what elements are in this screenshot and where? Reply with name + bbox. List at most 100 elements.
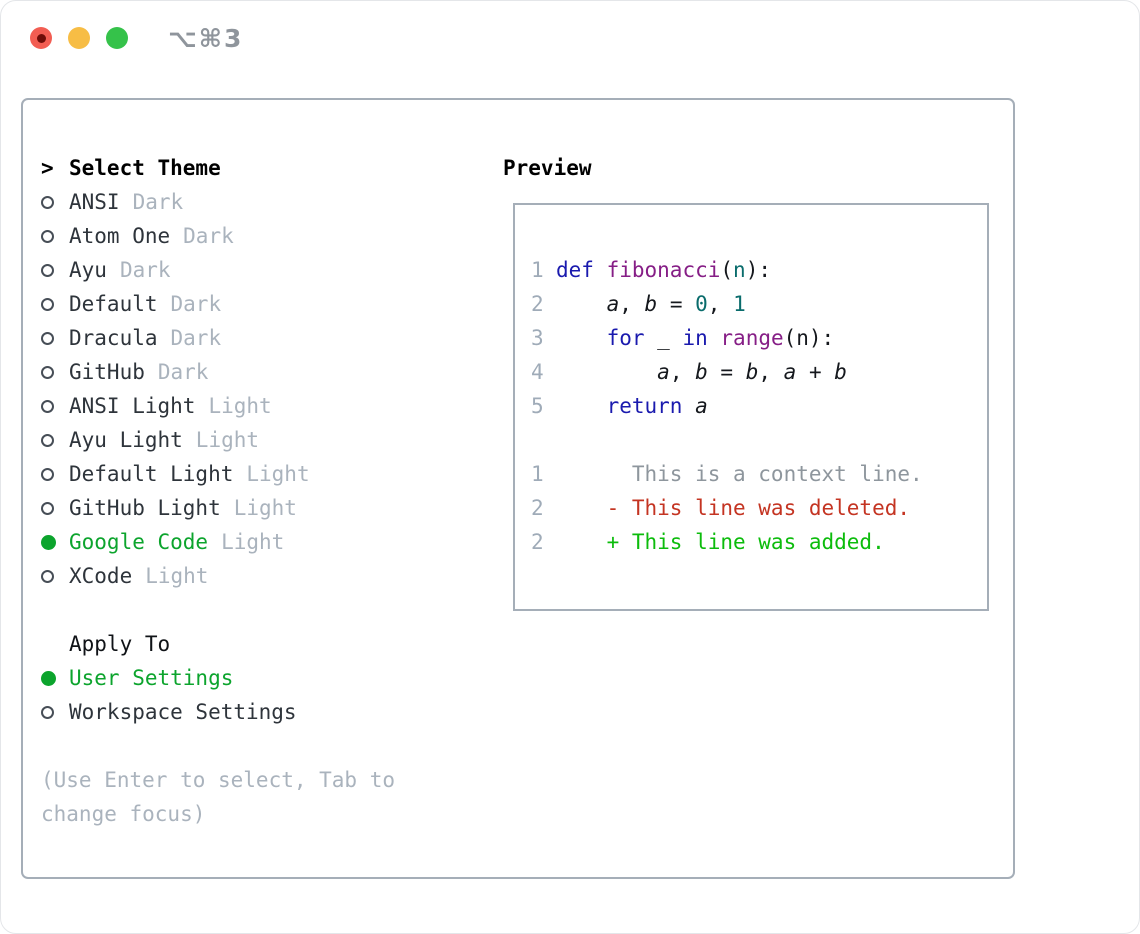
theme-name: Atom One <box>69 224 171 248</box>
code-token: = <box>707 360 746 384</box>
code-token: This is a context line. <box>556 462 923 486</box>
radio-unselected-icon <box>41 433 69 447</box>
code-token <box>556 360 657 384</box>
window-controls <box>30 27 128 49</box>
prompt-caret-icon: > <box>41 156 54 180</box>
code-token: , <box>758 360 784 384</box>
theme-name: Ayu Light <box>69 428 183 452</box>
theme-option[interactable]: Ayu Dark <box>41 253 471 287</box>
radio-unselected-icon <box>41 365 69 379</box>
theme-name: XCode <box>69 564 133 588</box>
maximize-button[interactable] <box>106 27 128 49</box>
radio-unselected-icon <box>41 501 69 515</box>
preview-header: Preview <box>503 156 592 180</box>
code-token: , <box>619 292 645 316</box>
radio-unselected-icon <box>41 297 69 311</box>
radio-selected-icon <box>41 534 69 550</box>
code-token: in <box>682 326 708 350</box>
apply-to-name: Workspace Settings <box>69 700 297 724</box>
theme-name: Dracula <box>69 326 158 350</box>
theme-option[interactable]: ANSI Light Light <box>41 389 471 423</box>
radio-unselected-icon <box>41 467 69 481</box>
select-theme-header: > Select Theme <box>41 151 471 185</box>
radio-unselected-icon <box>41 263 69 277</box>
theme-name: ANSI <box>69 190 120 214</box>
theme-variant-tag: Dark <box>119 258 171 282</box>
preview-line <box>531 423 977 457</box>
theme-name: Ayu <box>69 258 107 282</box>
code-token: + This line was added. <box>556 530 885 554</box>
theme-option[interactable]: Ayu Light Light <box>41 423 471 457</box>
code-token: = <box>657 292 696 316</box>
theme-option[interactable]: ANSI Dark <box>41 185 471 219</box>
radio-unselected-icon <box>41 331 69 345</box>
code-token: (n): <box>783 326 835 350</box>
preview-line: 2 - This line was deleted. <box>531 491 977 525</box>
close-button[interactable] <box>30 27 52 49</box>
theme-variant-tag: Light <box>246 462 310 486</box>
radio-unselected-icon <box>41 195 69 209</box>
code-token: a <box>657 360 670 384</box>
titlebar: ⌥⌘3 <box>1 1 1139 75</box>
line-number: 1 <box>531 258 544 282</box>
radio-selected-icon <box>41 670 69 686</box>
apply-to-option[interactable]: User Settings <box>41 661 471 695</box>
code-token <box>556 326 607 350</box>
minimize-button[interactable] <box>68 27 90 49</box>
line-number: 2 <box>531 292 544 316</box>
theme-name: ANSI Light <box>69 394 196 418</box>
theme-option[interactable]: Default Light Light <box>41 457 471 491</box>
code-token <box>708 326 721 350</box>
code-token: ): <box>745 258 771 282</box>
code-token: def <box>556 258 594 282</box>
code-token: b <box>695 360 708 384</box>
code-token: , <box>707 292 734 316</box>
code-token: + <box>796 360 835 384</box>
code-token: ( <box>720 258 734 282</box>
theme-variant-tag: Dark <box>170 292 222 316</box>
theme-variant-tag: Light <box>208 394 272 418</box>
select-theme-title: Select Theme <box>69 156 221 180</box>
code-token: b <box>834 360 847 384</box>
line-number: 5 <box>531 394 544 418</box>
theme-variant-tag: Dark <box>132 190 184 214</box>
code-token <box>556 292 607 316</box>
line-number: 3 <box>531 326 544 350</box>
window-title: ⌥⌘3 <box>168 23 244 53</box>
theme-variant-tag: Light <box>233 496 297 520</box>
code-token: b <box>745 360 759 384</box>
code-token: 1 <box>733 292 746 316</box>
theme-name: Google Code <box>69 530 209 554</box>
radio-unselected-icon <box>41 705 69 719</box>
theme-variant-tag: Dark <box>157 360 209 384</box>
line-number: 1 <box>531 462 544 486</box>
preview-line: 5 return a <box>531 389 977 423</box>
theme-variant-tag: Light <box>195 428 260 452</box>
radio-unselected-icon <box>41 229 69 243</box>
code-token: b <box>644 292 658 316</box>
code-token: for <box>606 326 645 350</box>
preview-line: 4 a, b = b, a + b <box>531 355 977 389</box>
unsaved-dot-icon <box>36 33 46 43</box>
code-token: , <box>669 360 696 384</box>
code-token <box>594 258 607 282</box>
apply-to-option[interactable]: Workspace Settings <box>41 695 471 729</box>
preview-line: 2 + This line was added. <box>531 525 977 559</box>
theme-name: Default Light <box>69 462 234 486</box>
code-token: fibonacci <box>606 258 721 282</box>
code-token: - This line was deleted. <box>556 496 911 520</box>
